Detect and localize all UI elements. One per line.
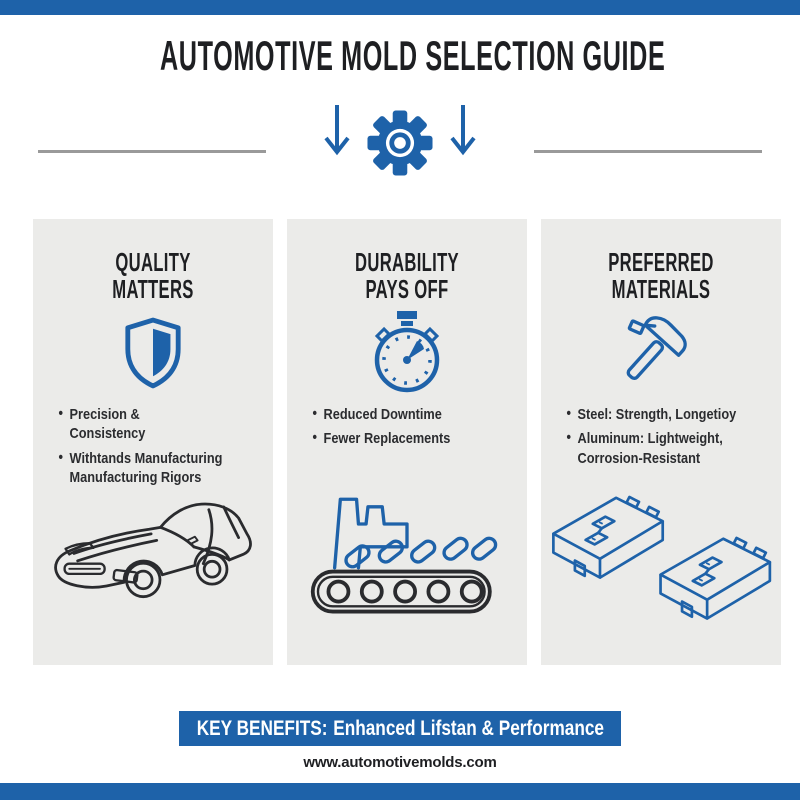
down-arrow-icon [324,105,350,156]
bullet-item: Aluminum: Lightweight, Corrosion-Resista… [567,428,779,468]
banner-label: KEY BENEFITS: [196,716,328,740]
stopwatch-icon [374,310,440,392]
divider-line-left [38,150,266,153]
bullet-item: Withtands Manufacturing Manufacturing Ri… [59,448,271,488]
down-arrow-icon [450,105,476,156]
factory-conveyor-belt-line-drawing [310,497,498,614]
panel-quality-matters: QUALITY MATTERS Precision & Consistency … [33,219,273,665]
hammer-icon [626,315,687,380]
bottom-border-bar [0,783,800,800]
panel-title: PREFERRED MATERIALS [608,247,714,305]
header-icon-row [38,98,762,184]
shield-icon [125,317,181,388]
mold-blocks-line-drawing [552,495,772,620]
gear-icon [367,110,433,176]
sports-car-line-drawing [54,502,252,599]
bullet-list: Reduced Downtime Fewer Replacements [287,404,528,449]
panel-title: QUALITY MATTERS [112,247,194,305]
bullet-list: Steel: Strength, Longetioy Aluminum: Lig… [541,404,782,469]
panel-icon-slot [287,309,527,397]
page-title: AUTOMOTIVE MOLD SELECTION GUIDE [159,32,666,79]
bullet-item: Reduced Downtime [313,404,525,425]
divider-line-right [534,150,762,153]
sports-car-illustration [33,489,273,629]
bullet-list: Precision & Consistency Withtands Manufa… [33,404,274,488]
panel-icon-slot [541,309,781,397]
panel-icon-slot [33,309,273,397]
panel-durability-pays-off: DURABILITY PAYS OFF Reduced Downtime Few… [287,219,527,665]
panel-title: DURABILITY PAYS OFF [355,247,459,305]
key-benefits-banner-text: KEY BENEFITS: Enhanced Lifstan & Perform… [196,717,603,741]
columns-row: QUALITY MATTERS Precision & Consistency … [33,219,781,665]
key-benefits-banner: KEY BENEFITS: Enhanced Lifstan & Perform… [179,711,621,746]
bullet-item: Fewer Replacements [313,428,525,449]
banner-text: Enhanced Lifstan & Performance [332,716,604,740]
bullet-item: Steel: Strength, Longetioy [567,404,779,425]
bullet-item: Precision & Consistency [59,404,271,444]
conveyor-belt-illustration [287,484,527,623]
panel-preferred-materials: PREFERRED MATERIALS Steel: Strength, Lon… [541,219,781,665]
mold-blocks-illustration [541,483,781,637]
website-url: www.automotivemolds.com [303,754,497,771]
top-border-bar [0,0,800,15]
